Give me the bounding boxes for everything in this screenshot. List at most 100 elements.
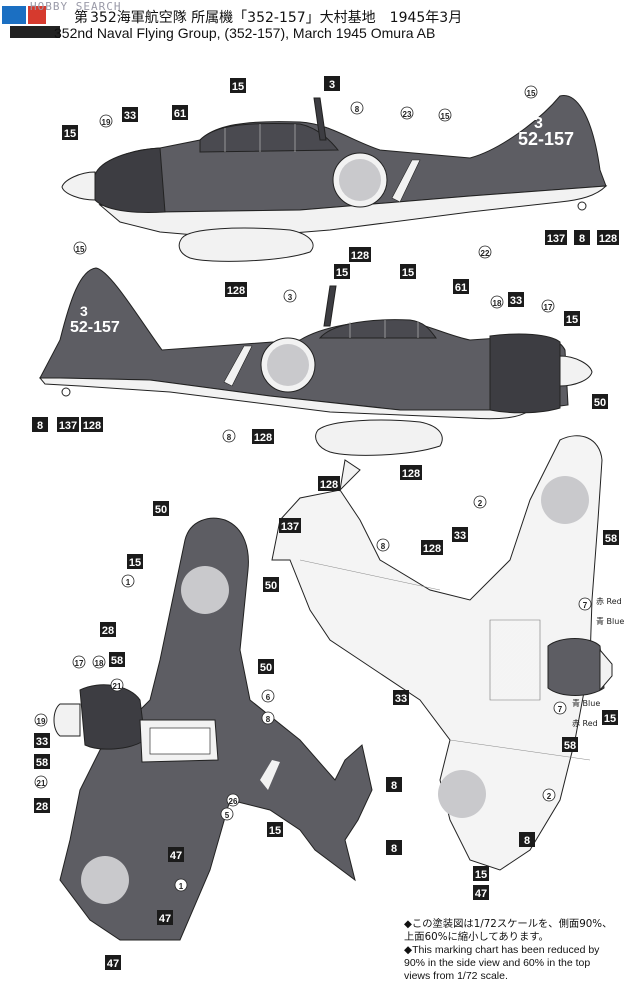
callout-number: 58 [111, 655, 123, 667]
callout-top-view-3: 50 [263, 577, 279, 592]
callout-number: 2 [478, 499, 483, 508]
callout-number: 28 [102, 625, 114, 637]
callout-number: 8 [37, 420, 43, 432]
tail-code-line2-side2: 52-157 [70, 319, 120, 336]
callout-side-lower-11: 128 [81, 417, 103, 432]
callout-number: 128 [599, 233, 617, 245]
callout-side-upper-11: 137 [545, 230, 567, 245]
side-view-left: 3 52-157 [61, 95, 608, 262]
tail-code-line1-side2: 3 [80, 303, 88, 319]
callout-number: 128 [423, 543, 441, 555]
note-en-line2: 90% in the side view and 60% in the top [404, 957, 591, 969]
callout-number: 7 [558, 705, 563, 714]
top-view [53, 517, 373, 941]
callout-number: 21 [113, 682, 122, 691]
callout-side-lower-1: 15 [334, 264, 350, 279]
callout-number: 3 [288, 293, 293, 302]
callout-top-view-21: 15 [267, 822, 283, 837]
callout-side-upper-4: 15 [230, 78, 246, 93]
callout-number: 128 [402, 468, 420, 480]
callout-number: 15 [336, 267, 348, 279]
callout-number: 58 [36, 757, 48, 769]
callout-side-upper-2: 33 [122, 107, 138, 122]
callout-top-view-6: 17 [72, 655, 86, 669]
callout-top-view-8: 50 [258, 659, 274, 674]
callout-side-lower-10: 137 [57, 417, 79, 432]
callout-number: 50 [155, 504, 167, 516]
callout-side-upper-9: 15 [524, 85, 538, 99]
logo-icon [0, 4, 70, 40]
callout-number: 8 [355, 105, 360, 114]
callout-bottom-view-13: 2 [542, 788, 556, 802]
scale-note: ◆この塗装図は1/72スケールを、側面90%、 上面60%に縮小してあります。 … [404, 918, 630, 983]
callout-number: 26 [229, 797, 238, 806]
callout-top-view-4: 28 [100, 622, 116, 637]
callout-top-view-2: 1 [121, 574, 135, 588]
callout-top-view-22: 8 [386, 840, 402, 855]
callout-number: 47 [159, 913, 171, 925]
callout-number: 15 [129, 557, 141, 569]
callout-bottom-view-5: 2 [473, 495, 487, 509]
callout-bottom-view-2: 8 [376, 538, 390, 552]
callout-bottom-view-3: 128 [421, 540, 443, 555]
callout-bottom-view-9: 33 [393, 690, 409, 705]
note-jp-line2: 上面60%に縮小してあります。 [404, 931, 549, 943]
callout-bottom-view-10: 7 [553, 701, 567, 715]
callout-side-lower-14: 128 [400, 465, 422, 480]
callout-number: 17 [75, 659, 84, 668]
callout-side-upper-14: 128 [225, 282, 247, 297]
side-view-right: 3 52-157 [38, 267, 593, 456]
callout-number: 8 [266, 715, 271, 724]
callout-number: 17 [544, 303, 553, 312]
callout-number: 15 [232, 81, 244, 93]
callout-side-upper-3: 19 [99, 114, 113, 128]
tail-code-line2-side1: 52-157 [518, 129, 574, 149]
callout-side-upper-15: 128 [597, 230, 619, 245]
callout-number: 15 [604, 713, 616, 725]
callout-number: 19 [102, 118, 111, 127]
callout-side-lower-0: 15 [73, 241, 87, 255]
callout-number: 128 [320, 479, 338, 491]
callout-number: 15 [475, 869, 487, 881]
callout-number: 15 [441, 112, 450, 121]
nav-light-red-label-1: 赤 Red [596, 597, 622, 606]
callout-number: 1 [179, 882, 184, 891]
callout-side-upper-5: 3 [324, 76, 340, 91]
callout-top-view-10: 6 [261, 689, 275, 703]
callout-bottom-view-6: 33 [452, 527, 468, 542]
callout-number: 1 [126, 578, 131, 587]
callout-number: 15 [269, 825, 281, 837]
callout-number: 33 [395, 693, 407, 705]
callout-number: 18 [95, 659, 104, 668]
callout-number: 58 [605, 533, 617, 545]
callout-number: 22 [481, 249, 490, 258]
callout-number: 8 [579, 233, 585, 245]
callout-top-view-1: 15 [127, 554, 143, 569]
callout-number: 18 [493, 299, 502, 308]
callout-top-view-9: 21 [110, 678, 124, 692]
bottom-view [271, 435, 613, 871]
tail-code-line1-side1: 3 [534, 115, 543, 132]
callout-number: 50 [594, 397, 606, 409]
callout-side-upper-8: 15 [438, 108, 452, 122]
callout-number: 8 [381, 542, 386, 551]
callout-top-view-24: 47 [157, 910, 173, 925]
callout-top-view-13: 33 [34, 733, 50, 748]
callout-number: 8 [391, 780, 397, 792]
callout-side-upper-0: 15 [62, 125, 78, 140]
callout-number: 137 [281, 521, 299, 533]
title-english: 352nd Naval Flying Group, (352-157), Mar… [54, 25, 436, 41]
callout-number: 137 [547, 233, 565, 245]
callout-bottom-view-0: 128 [318, 476, 340, 491]
callout-top-view-0: 50 [153, 501, 169, 516]
callout-top-view-25: 47 [105, 955, 121, 970]
callout-side-lower-2: 3 [283, 289, 297, 303]
note-jp-line1: ◆この塗装図は1/72スケールを、側面90%、 [404, 918, 613, 930]
title-japanese-prefix: 第 [74, 10, 88, 26]
callout-number: 33 [454, 530, 466, 542]
callout-top-view-23: 1 [174, 878, 188, 892]
callout-side-upper-1: 61 [172, 105, 188, 120]
